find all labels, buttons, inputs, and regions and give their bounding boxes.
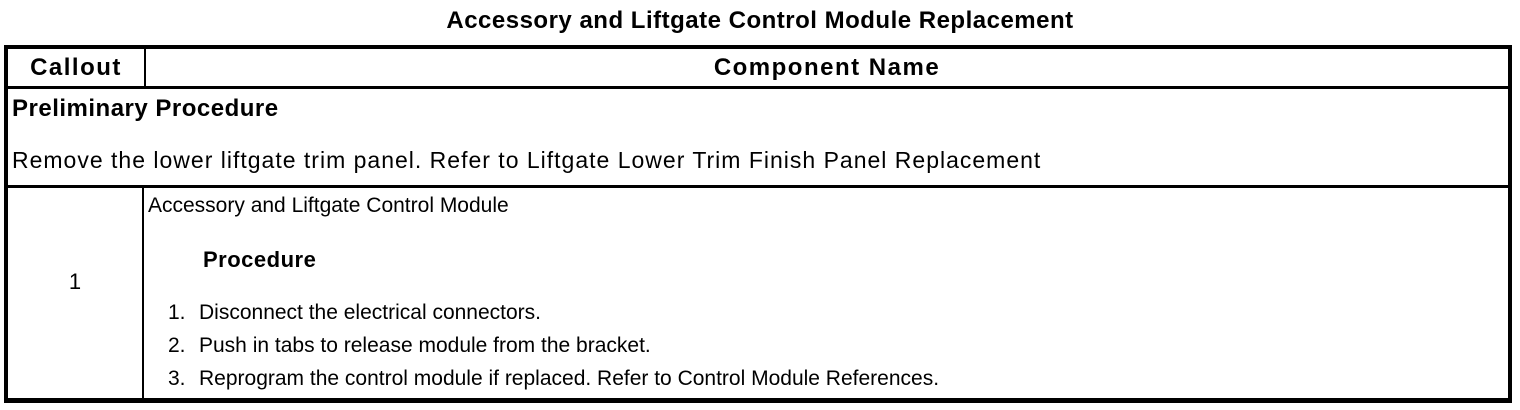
- page-title: Accessory and Liftgate Control Module Re…: [446, 7, 1074, 34]
- step-number: 2.: [168, 334, 186, 357]
- component-table: Callout Component Name Preliminary Proce…: [4, 45, 1512, 403]
- procedure-step: 2. Push in tabs to release module from th…: [148, 329, 1505, 362]
- procedure-step: 3. Reprogram the control module if replac…: [148, 362, 1505, 395]
- col-header-component-name: Component Name: [713, 53, 941, 81]
- step-text: Reprogram the control module if replaced…: [199, 367, 940, 390]
- col-header-callout: Callout: [8, 49, 146, 86]
- step-text: Push in tabs to release module from the …: [199, 334, 651, 357]
- procedure-step-list: 1.Disconnect the electrical connectors. …: [148, 296, 1505, 395]
- step-number: 1.: [168, 301, 186, 324]
- preliminary-procedure-heading: Preliminary Procedure: [12, 95, 279, 122]
- table-row: 1 Accessory and Liftgate Control Module …: [8, 188, 1508, 398]
- procedure-heading: Procedure: [203, 247, 317, 272]
- callout-number: 1: [8, 188, 144, 398]
- step-number: 3.: [168, 367, 186, 390]
- preliminary-procedure-row: Preliminary Procedure Remove the lower l…: [8, 89, 1508, 188]
- table-header-row: Callout Component Name: [8, 49, 1508, 89]
- step-text: Disconnect the electrical connectors.: [199, 301, 541, 324]
- component-cell: Accessory and Liftgate Control Module Pr…: [144, 188, 1508, 398]
- procedure-step: 1. Disconnect the electrical connectors.: [148, 296, 1505, 329]
- preliminary-procedure-text: Remove the lower liftgate trim panel. Re…: [12, 147, 1042, 173]
- component-name: Accessory and Liftgate Control Module: [148, 194, 509, 217]
